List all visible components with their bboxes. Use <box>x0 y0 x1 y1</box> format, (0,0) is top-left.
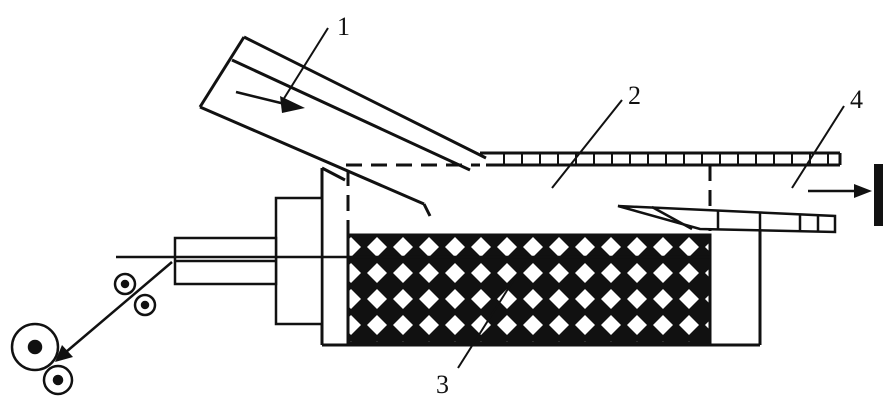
leader-lines <box>282 27 845 369</box>
callout-label-2: 2 <box>628 81 641 110</box>
take-up-rollers <box>10 272 157 396</box>
callout-label-4: 4 <box>850 85 863 114</box>
callout-label-3: 3 <box>436 370 449 399</box>
flow-arrow-inlet <box>235 90 305 113</box>
feed-shaft <box>116 196 710 326</box>
callout-label-1: 1 <box>337 12 350 41</box>
top-channel <box>480 151 842 167</box>
separator-plate <box>617 204 837 234</box>
mesh-filter-bed <box>346 233 712 345</box>
inlet-pipe <box>198 35 487 217</box>
outlet-arrow <box>808 164 883 226</box>
channel-perforations <box>503 153 829 165</box>
web-direction-arrow <box>55 261 173 362</box>
